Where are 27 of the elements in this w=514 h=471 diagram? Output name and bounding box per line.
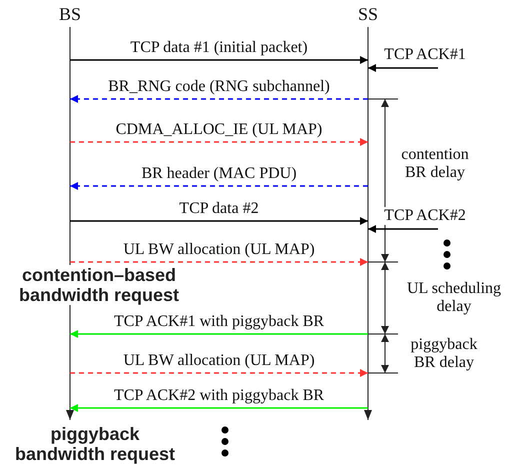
- arrow: [70, 404, 368, 412]
- edge-label: TCP ACK#2 with piggyback BR: [112, 387, 326, 405]
- arrow: [368, 225, 438, 233]
- delay-label: contention BR delay: [400, 146, 470, 182]
- lifeline-title: SS: [358, 4, 378, 24]
- edge-label: TCP ACK#2: [382, 207, 468, 225]
- arrow: [70, 138, 368, 146]
- edge-label: UL BW allocation (UL MAP): [121, 352, 317, 370]
- arrow: [70, 217, 368, 225]
- lifeline-title: BS: [58, 4, 82, 24]
- arrow: [368, 64, 438, 72]
- arrow: [70, 95, 368, 103]
- phase-label: piggyback bandwidth request: [14, 424, 176, 464]
- arrow: [70, 182, 368, 190]
- arrow: [70, 330, 368, 338]
- arrow: [70, 258, 368, 266]
- delay-label: piggyback BR delay: [410, 336, 478, 372]
- arrow: [70, 56, 368, 64]
- edge-label: BR header (MAC PDU): [139, 165, 299, 183]
- phase-label: contention–based bandwidth request: [18, 265, 180, 305]
- edge-label: BR_RNG code (RNG subchannel): [106, 78, 332, 96]
- edge-label: TCP data #1 (initial packet): [128, 39, 310, 57]
- edge-label: TCP ACK#1 with piggyback BR: [112, 313, 326, 331]
- edge-label: CDMA_ALLOC_IE (UL MAP): [114, 121, 324, 139]
- delay-label: UL scheduling delay: [406, 280, 502, 316]
- arrow: [70, 369, 368, 377]
- edge-label: UL BW allocation (UL MAP): [121, 241, 317, 259]
